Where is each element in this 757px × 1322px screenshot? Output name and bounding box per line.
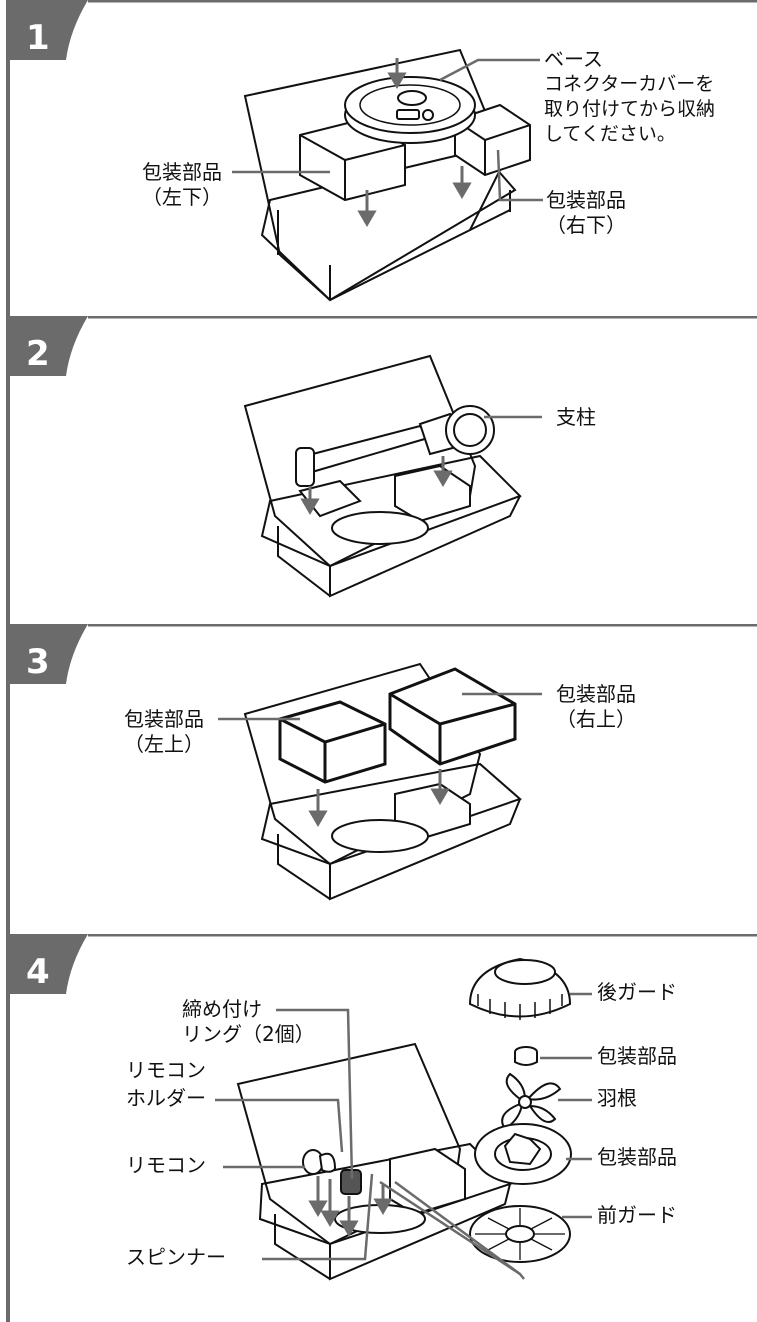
step-4-illustration	[6, 934, 757, 1281]
packing-right-lower-sub: （右下）	[546, 213, 626, 237]
pillar	[295, 405, 495, 487]
base-note-line1: コネクターカバーを	[544, 73, 715, 95]
step-4-panel: 4 締め付け リング（2個） リモコン ホルダー リモコン スピンナー 後ガード…	[0, 934, 757, 1322]
step-rail	[6, 316, 10, 624]
step-badge	[6, 0, 88, 60]
packing-left-upper	[278, 700, 387, 784]
inner-packing	[331, 782, 471, 853]
step-rail	[6, 934, 10, 1322]
remote-holder-label-line1: リモコン	[126, 1058, 206, 1082]
down-arrows	[308, 769, 450, 827]
packing-right-upper-label: 包装部品	[556, 682, 636, 706]
step-3-illustration	[6, 624, 757, 901]
step-number: 4	[26, 952, 50, 992]
front-guard	[469, 1205, 571, 1263]
blade	[501, 1072, 562, 1131]
packing-part-2-label: 包装部品	[597, 1145, 677, 1169]
step-rail	[6, 624, 10, 934]
base-note-line3: してください。	[544, 123, 676, 145]
packing-right-upper	[388, 667, 517, 766]
step-2-panel: 2 支柱	[0, 316, 757, 624]
step-1-illustration	[6, 0, 757, 302]
pillar-label: 支柱	[556, 405, 596, 429]
rear-guard	[468, 957, 572, 1020]
small-parts	[302, 1149, 362, 1195]
inner-packing	[298, 464, 471, 545]
packing-right-lower-label: 包装部品	[546, 188, 626, 212]
box-drawing	[243, 354, 522, 598]
packing-right-upper-sub: （右上）	[556, 707, 636, 731]
step-badge	[6, 934, 88, 994]
step-2-illustration	[6, 316, 757, 598]
down-arrows	[357, 58, 472, 227]
clamp-ring-label-line1: 締め付け	[182, 997, 262, 1021]
leader-lines	[218, 692, 542, 721]
blade-label: 羽根	[597, 1086, 637, 1110]
clamp-ring-label-line2: リング（2個）	[182, 1022, 315, 1046]
packing-left-upper-sub: （左上）	[124, 732, 204, 756]
box-drawing	[236, 1042, 512, 1281]
step-3-panel: 3 包装部品 （右上） 包装部品 （左上）	[0, 624, 757, 934]
step-badge	[6, 624, 88, 684]
packing-part-1	[514, 1046, 538, 1066]
leader-lines	[232, 58, 543, 202]
spinner-label: スピンナー	[126, 1245, 226, 1269]
base-note-line2: 取り付けてから収納	[544, 98, 716, 120]
packing-left-upper-label: 包装部品	[124, 707, 204, 731]
step-badge	[6, 316, 88, 376]
packing-part-2	[474, 1123, 572, 1185]
inner-packing	[334, 1147, 466, 1234]
remote-holder-label-line2: ホルダー	[126, 1086, 206, 1110]
step-number: 3	[26, 642, 50, 682]
leader-lines	[215, 992, 592, 1280]
step-1-panel: 1 ベース コネクターカバーを 取り付けてから収納 してください。 包装部品 （…	[0, 0, 757, 316]
base-label: ベース	[544, 47, 603, 71]
down-arrows	[308, 1176, 393, 1237]
front-guard-label: 前ガード	[597, 1203, 677, 1227]
base-disc	[344, 76, 476, 144]
packing-left-lower-label: 包装部品	[142, 160, 222, 184]
down-arrows	[300, 456, 453, 515]
remote-label: リモコン	[126, 1153, 206, 1177]
packing-part-1-label: 包装部品	[597, 1044, 677, 1068]
step-number: 1	[26, 18, 50, 58]
packing-left-lower-sub: （左下）	[142, 185, 222, 209]
step-rail	[6, 0, 10, 316]
rear-guard-label: 後ガード	[597, 980, 677, 1004]
step-number: 2	[26, 334, 50, 374]
